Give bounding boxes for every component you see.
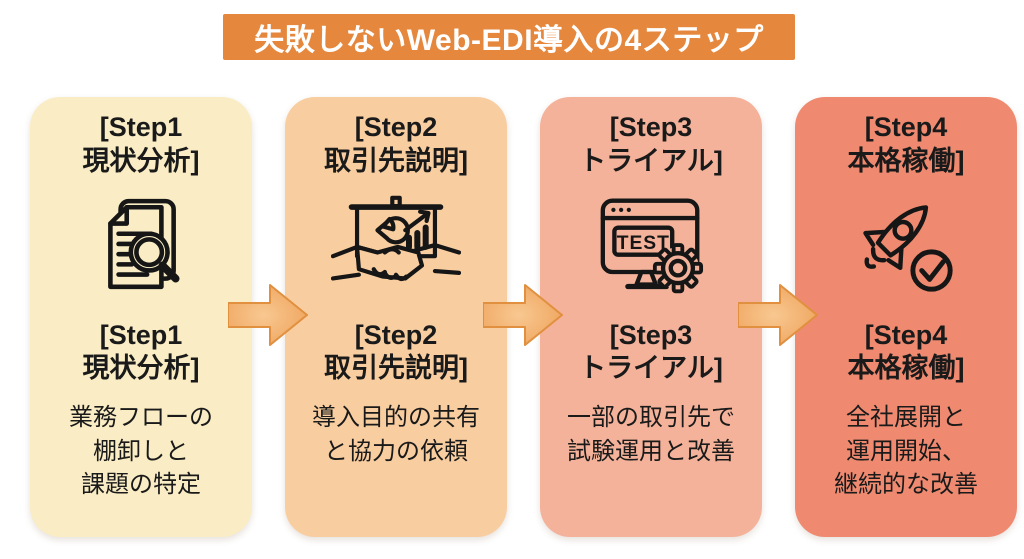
right-arrow-icon [228, 284, 308, 346]
step-card-3: [Step3 トライアル] TEST [540, 97, 762, 537]
test-label: TEST [617, 232, 670, 253]
page-title: 失敗しないWeb-EDI導入の4ステップ [254, 24, 764, 57]
step3-description: 一部の取引先で 試験運用と改善 [567, 404, 735, 465]
page-title-banner: 失敗しないWeb-EDI導入の4ステップ [223, 14, 795, 60]
step3-title: [Step3 トライアル] [579, 112, 723, 176]
step3-title-repeat: [Step3 トライアル] [579, 319, 723, 384]
test-browser-gear-icon: TEST [593, 189, 709, 303]
step2-title: [Step2 取引先説明] [324, 112, 468, 176]
step2-description: 導入目的の共有 と協力の依頼 [312, 404, 480, 465]
document-magnifier-icon [90, 189, 192, 303]
step1-title-repeat: [Step1 現状分析] [82, 319, 200, 384]
step-card-4: [Step4 本格稼働] [Step4 本格稼働] 全社展開と 運用開始、 継続… [795, 97, 1017, 537]
right-arrow-icon [738, 284, 818, 346]
step4-title-repeat: [Step4 本格稼働] [847, 319, 965, 384]
rocket-check-icon [847, 189, 965, 303]
step4-description: 全社展開と 運用開始、 継続的な改善 [834, 404, 978, 499]
step2-title-repeat: [Step2 取引先説明] [324, 319, 468, 384]
step4-title: [Step4 本格稼働] [847, 112, 965, 176]
step1-description: 業務フローの 棚卸しと 課題の特定 [69, 404, 213, 499]
step1-title: [Step1 現状分析] [82, 112, 200, 176]
step-card-2: [Step2 取引先説明] [285, 97, 507, 537]
presentation-handshake-icon [331, 189, 461, 303]
step-card-1: [Step1 現状分析] [Step1 現状分析] 業務フローの 棚卸しと 課題… [30, 97, 252, 537]
right-arrow-icon [483, 284, 563, 346]
